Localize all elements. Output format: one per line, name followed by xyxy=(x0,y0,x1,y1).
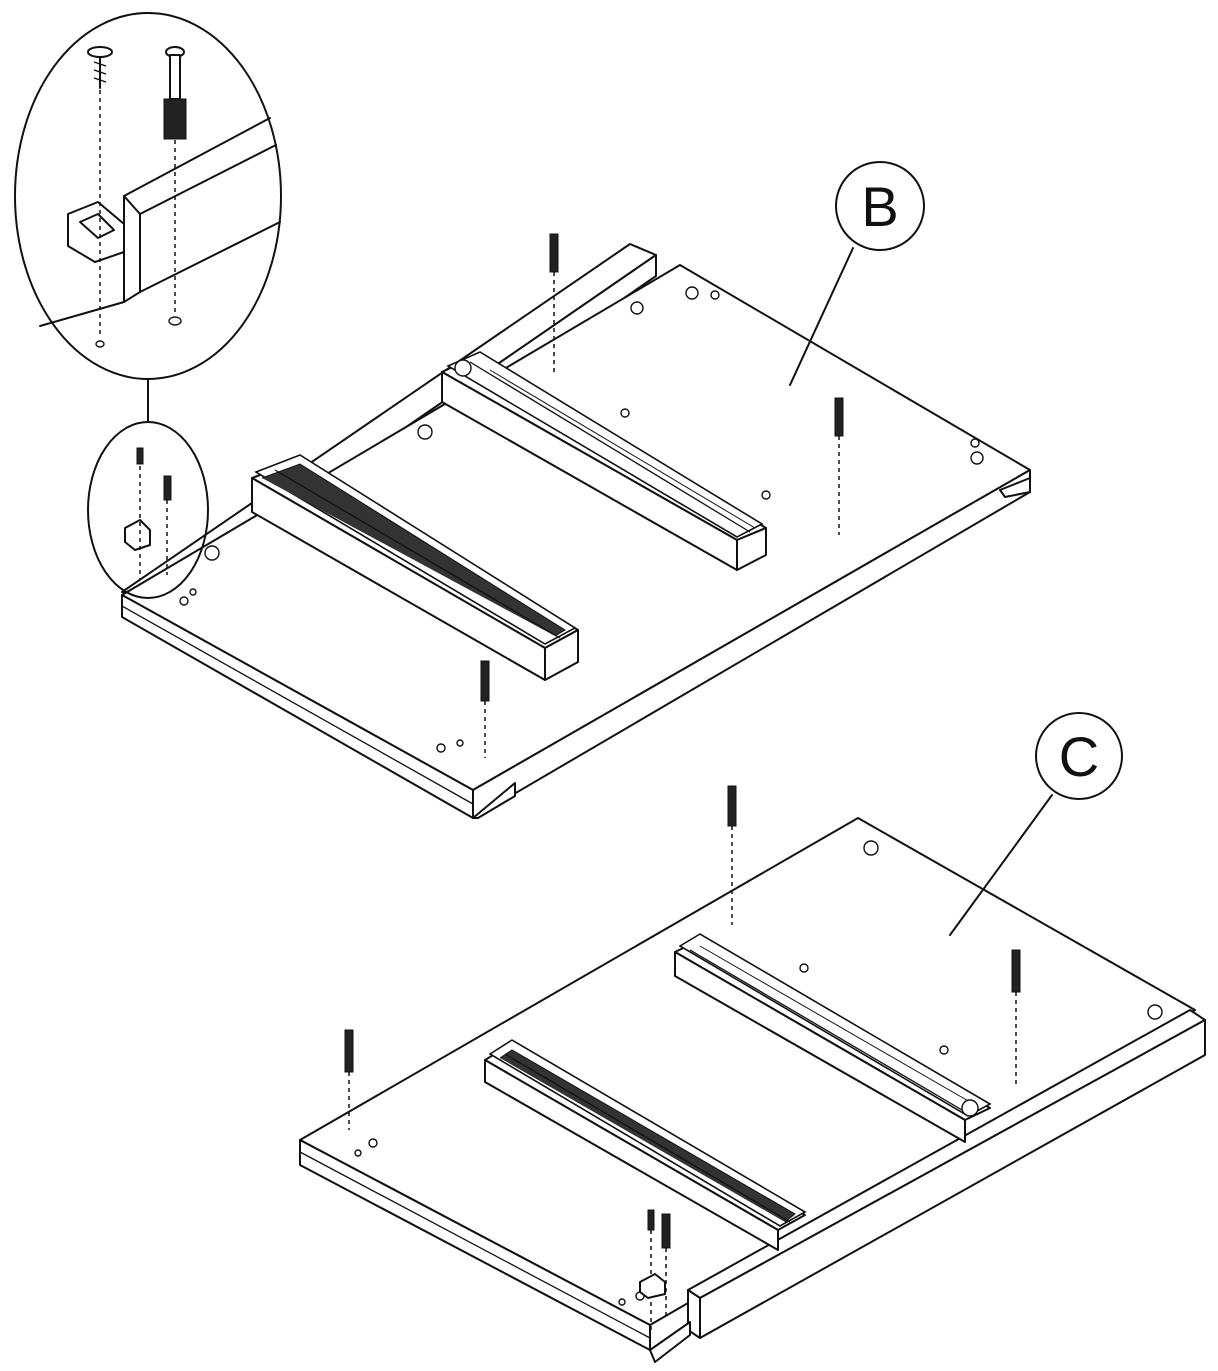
panel-c-leader xyxy=(949,794,1053,936)
panel-b: B xyxy=(121,161,1031,819)
panel-b-leader xyxy=(789,247,854,386)
panel-c-label: C xyxy=(1059,725,1099,788)
detail-magnified xyxy=(14,12,282,380)
panel-b-dowels xyxy=(480,233,844,758)
panel-b-holes xyxy=(179,286,984,753)
dowel-sleeve xyxy=(163,98,187,140)
panel-b-label-circle xyxy=(835,161,925,251)
panel-c-holes xyxy=(354,840,1163,1306)
screw xyxy=(87,46,113,58)
panel-c-top-face xyxy=(299,817,1196,1326)
detail-source xyxy=(87,421,209,599)
panel-c-runner-left xyxy=(484,1039,807,1251)
panel-c-dowels xyxy=(344,785,1021,1330)
panel-b-label: B xyxy=(861,175,898,238)
panel-b-top-face xyxy=(121,264,1031,791)
detail-callout xyxy=(14,12,282,599)
panel-b-runner-right xyxy=(441,351,767,571)
panel-c: C xyxy=(299,712,1206,1363)
panel-c-label-circle xyxy=(1035,712,1123,800)
panel-c-runner-right xyxy=(674,933,992,1143)
panel-b-runner-left xyxy=(251,454,579,681)
